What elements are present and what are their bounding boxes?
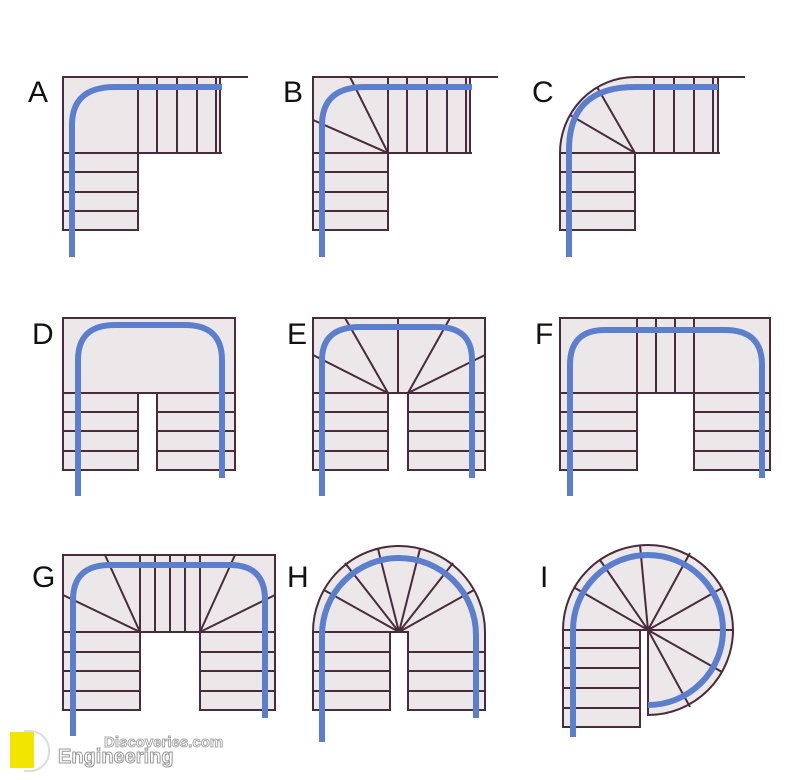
stair-h-semicircular bbox=[312, 545, 486, 742]
label-c: C bbox=[532, 76, 554, 109]
label-g: G bbox=[32, 561, 56, 594]
engineering-discoveries-logo: Discoveries.com Engineering bbox=[10, 728, 230, 773]
logo-d-mark-icon bbox=[24, 730, 50, 772]
stair-f-three-flight bbox=[559, 317, 771, 496]
logo-text-discoveries: Discoveries.com bbox=[103, 734, 224, 752]
handrail bbox=[75, 322, 225, 496]
stair-e-u-winder bbox=[312, 317, 486, 496]
label-e: E bbox=[287, 318, 308, 351]
stair-d-u-landing bbox=[62, 317, 236, 496]
stair-i-spiral bbox=[562, 544, 734, 737]
label-b: B bbox=[283, 76, 304, 109]
label-i: I bbox=[540, 561, 549, 594]
handrail bbox=[319, 555, 479, 742]
handrail bbox=[570, 552, 726, 737]
stair-a-quarter-landing bbox=[62, 76, 248, 257]
label-d: D bbox=[32, 318, 54, 351]
stair-g-three-flight-winder bbox=[62, 554, 276, 736]
handrail bbox=[567, 327, 765, 496]
label-a: A bbox=[28, 76, 49, 109]
handrail bbox=[566, 84, 718, 257]
handrail bbox=[319, 84, 472, 257]
handrail bbox=[69, 84, 222, 257]
label-f: F bbox=[535, 318, 554, 351]
logo-text-engineering: Engineering bbox=[58, 746, 175, 769]
stair-b-winder-corner bbox=[312, 76, 498, 257]
handrail bbox=[70, 562, 268, 736]
label-h: H bbox=[287, 561, 309, 594]
stair-c-curved-winder bbox=[559, 76, 745, 257]
handrail bbox=[319, 324, 475, 496]
